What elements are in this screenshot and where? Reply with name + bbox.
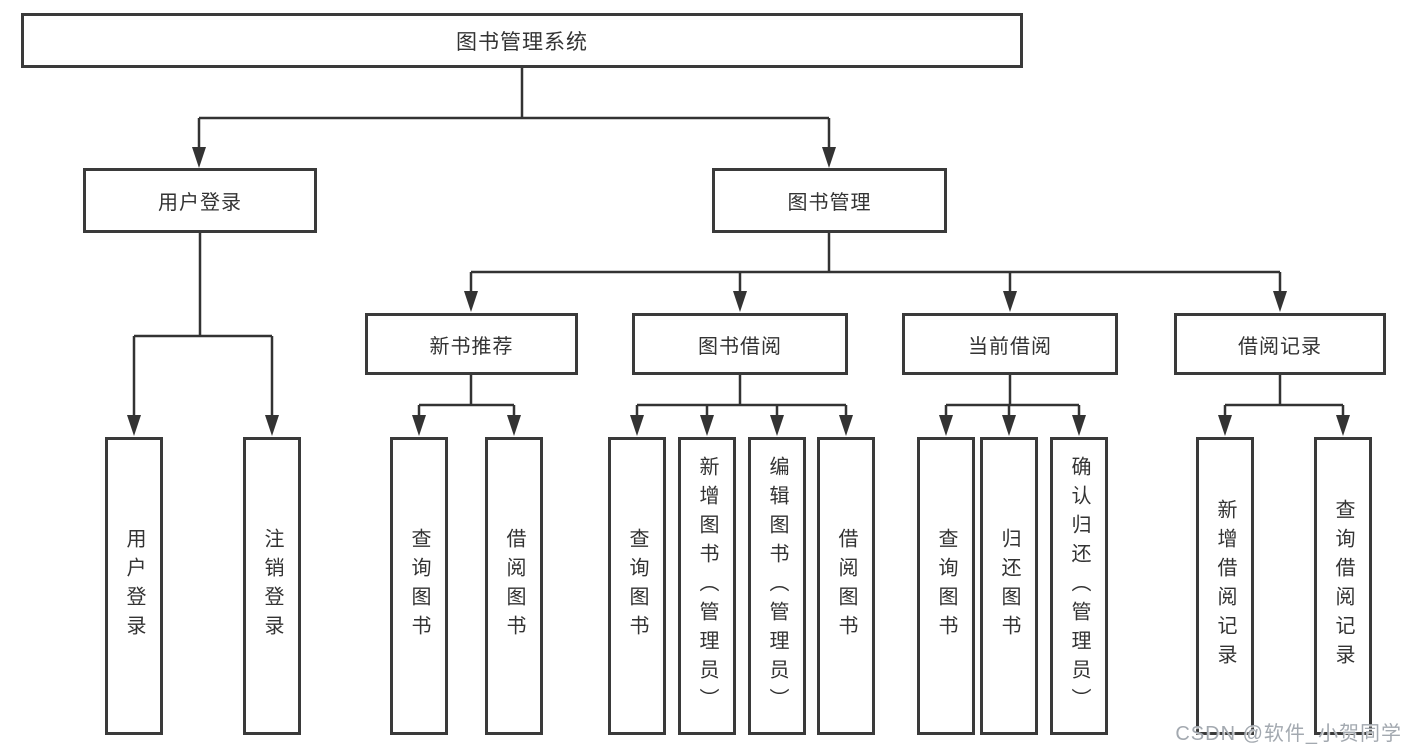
watermark-text: CSDN @软件_小贺同学 xyxy=(1175,723,1402,745)
node-label: 新书推荐 xyxy=(429,335,514,358)
node-label: 查询借阅记录 xyxy=(1332,499,1354,673)
leaf-borrow-query-book: 查询图书 xyxy=(608,437,666,735)
node-current-borrow: 当前借阅 xyxy=(902,313,1118,375)
leaf-borrow-add-book-admin: 新增图书（管理员） xyxy=(678,437,736,735)
node-label: 用户登录 xyxy=(158,192,242,214)
node-label: 查询图书 xyxy=(935,528,957,644)
leaf-recommend-query-book: 查询图书 xyxy=(390,437,448,735)
leaf-current-return-book: 归还图书 xyxy=(980,437,1038,735)
node-book-management: 图书管理 xyxy=(712,168,947,233)
node-label: 确认归还（管理员） xyxy=(1068,455,1090,717)
leaf-borrow-edit-book-admin: 编辑图书（管理员） xyxy=(748,437,806,735)
node-borrow-records: 借阅记录 xyxy=(1174,313,1386,375)
leaf-current-query-book: 查询图书 xyxy=(917,437,975,735)
node-new-book-recommend: 新书推荐 xyxy=(365,313,578,375)
node-label: 借阅图书 xyxy=(503,528,525,644)
node-label: 图书借阅 xyxy=(698,335,782,358)
node-label: 图书管理系统 xyxy=(456,30,588,54)
leaf-recommend-borrow-book: 借阅图书 xyxy=(485,437,543,735)
node-book-borrow: 图书借阅 xyxy=(632,313,848,375)
leaf-records-add-record: 新增借阅记录 xyxy=(1196,437,1254,735)
leaf-borrow-borrow-book: 借阅图书 xyxy=(817,437,875,735)
node-label: 查询图书 xyxy=(408,528,430,644)
node-label: 注销登录 xyxy=(261,528,283,644)
node-label: 借阅图书 xyxy=(835,528,857,644)
node-label: 编辑图书（管理员） xyxy=(766,455,788,717)
leaf-records-query-record: 查询借阅记录 xyxy=(1314,437,1372,735)
leaf-logout: 注销登录 xyxy=(243,437,301,735)
node-label: 图书管理 xyxy=(787,192,872,214)
node-label: 用户登录 xyxy=(123,528,145,644)
node-label: 查询图书 xyxy=(626,528,648,644)
leaf-current-confirm-return-admin: 确认归还（管理员） xyxy=(1050,437,1108,735)
node-label: 归还图书 xyxy=(998,528,1020,644)
node-label: 新增借阅记录 xyxy=(1214,499,1236,673)
leaf-user-login: 用户登录 xyxy=(105,437,163,735)
node-label: 当前借阅 xyxy=(968,335,1052,358)
node-label: 借阅记录 xyxy=(1238,335,1322,358)
node-user-login: 用户登录 xyxy=(83,168,317,233)
node-library-management-system: 图书管理系统 xyxy=(21,13,1023,68)
node-label: 新增图书（管理员） xyxy=(696,455,718,717)
